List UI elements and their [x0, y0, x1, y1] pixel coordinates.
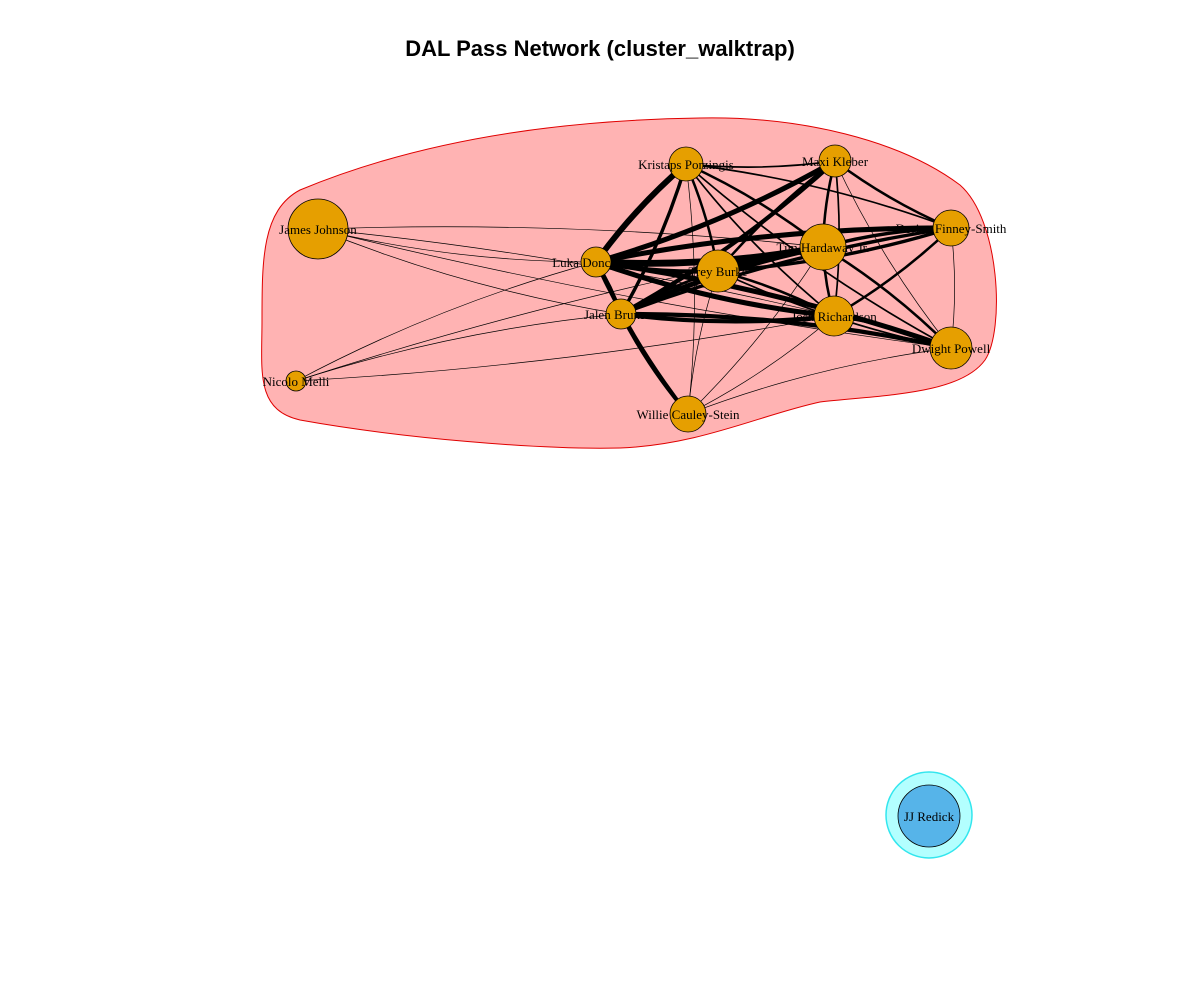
edge-jalen-brunson-james-johnson — [317, 228, 622, 315]
edge-jalen-brunson-kristaps-porzingis — [619, 162, 688, 316]
node-circle — [929, 326, 973, 370]
edge-jalen-brunson-josh-richardson — [618, 311, 837, 324]
node-circle — [932, 209, 970, 247]
edge-luka-doncic-james-johnson — [317, 228, 597, 263]
edge-nicolo-melli-tim-hardaway-jr — [295, 246, 824, 382]
node-dwight-powell: Dwight Powell — [912, 326, 991, 370]
node-maxi-kleber: Maxi Kleber — [802, 144, 869, 178]
edge-james-johnson-dwight-powell — [317, 228, 952, 349]
edge-james-johnson-josh-richardson — [317, 228, 835, 317]
node-jj-redick: JJ Redick — [897, 784, 961, 848]
edge-layer — [295, 158, 955, 416]
node-circle — [580, 246, 612, 278]
node-label: Nicolo Melli — [263, 374, 330, 389]
node-label: Tim Hardaway Jr. — [776, 240, 869, 255]
edge-willie-cauley-stein-tim-hardaway-jr — [687, 246, 824, 415]
edge-jalen-brunson-nicolo-melli — [295, 313, 622, 382]
node-trey-burke: Trey Burke — [688, 249, 748, 293]
edge-luka-doncic-nicolo-melli — [295, 261, 597, 382]
edge-luka-doncic-maxi-kleber — [593, 158, 838, 265]
node-circle — [668, 146, 704, 182]
node-kristaps-porzingis: Kristaps Porzingis — [638, 146, 734, 182]
node-label: Dwight Powell — [912, 341, 991, 356]
node-label: Josh Richardson — [791, 309, 877, 324]
node-tim-hardaway-jr: Tim Hardaway Jr. — [776, 223, 870, 271]
node-label: Maxi Kleber — [802, 154, 869, 169]
node-james-johnson: James Johnson — [279, 198, 357, 260]
node-luka-doncic: Luka Doncic — [552, 246, 620, 278]
edge-maxi-kleber-dwight-powell — [834, 160, 952, 349]
node-circle — [897, 784, 961, 848]
edge-josh-richardson-kristaps-porzingis — [685, 163, 835, 317]
node-jalen-brunson: Jalen Brunson — [584, 298, 659, 330]
node-circle — [696, 249, 740, 293]
node-nicolo-melli: Nicolo Melli — [263, 370, 330, 392]
node-circle — [605, 298, 637, 330]
node-label: Dorian Finney-Smith — [896, 221, 1007, 236]
node-dorian-finney-smith: Dorian Finney-Smith — [896, 209, 1007, 247]
edge-jalen-brunson-dorian-finney-smith — [619, 226, 953, 316]
node-label: James Johnson — [279, 222, 357, 237]
node-label: Luka Doncic — [552, 255, 620, 270]
node-circle — [669, 395, 707, 433]
node-label: Trey Burke — [688, 264, 747, 279]
node-label: Jalen Brunson — [584, 307, 659, 322]
node-circle — [818, 144, 852, 178]
edge-willie-cauley-stein-kristaps-porzingis — [685, 163, 695, 415]
cluster-hull-1 — [261, 117, 997, 449]
edge-kristaps-porzingis-dorian-finney-smith — [685, 163, 952, 229]
chart-title: DAL Pass Network (cluster_walktrap) — [405, 36, 795, 61]
edge-nicolo-melli-josh-richardson — [295, 315, 835, 382]
edge-willie-cauley-stein-josh-richardson — [687, 315, 835, 415]
edge-jalen-brunson-dwight-powell — [618, 311, 954, 351]
node-willie-cauley-stein: Willie Cauley-Stein — [636, 395, 740, 433]
node-circle — [285, 370, 307, 392]
node-circle — [287, 198, 349, 260]
node-label: Kristaps Porzingis — [638, 157, 734, 172]
node-label: Willie Cauley-Stein — [636, 407, 740, 422]
node-josh-richardson: Josh Richardson — [791, 295, 877, 337]
edge-willie-cauley-stein-dwight-powell — [687, 347, 952, 415]
node-label: JJ Redick — [904, 809, 955, 824]
edge-james-johnson-tim-hardaway-jr — [317, 226, 824, 248]
edge-luka-doncic-dorian-finney-smith — [593, 225, 954, 265]
node-circle — [813, 295, 855, 337]
node-circle — [799, 223, 847, 271]
